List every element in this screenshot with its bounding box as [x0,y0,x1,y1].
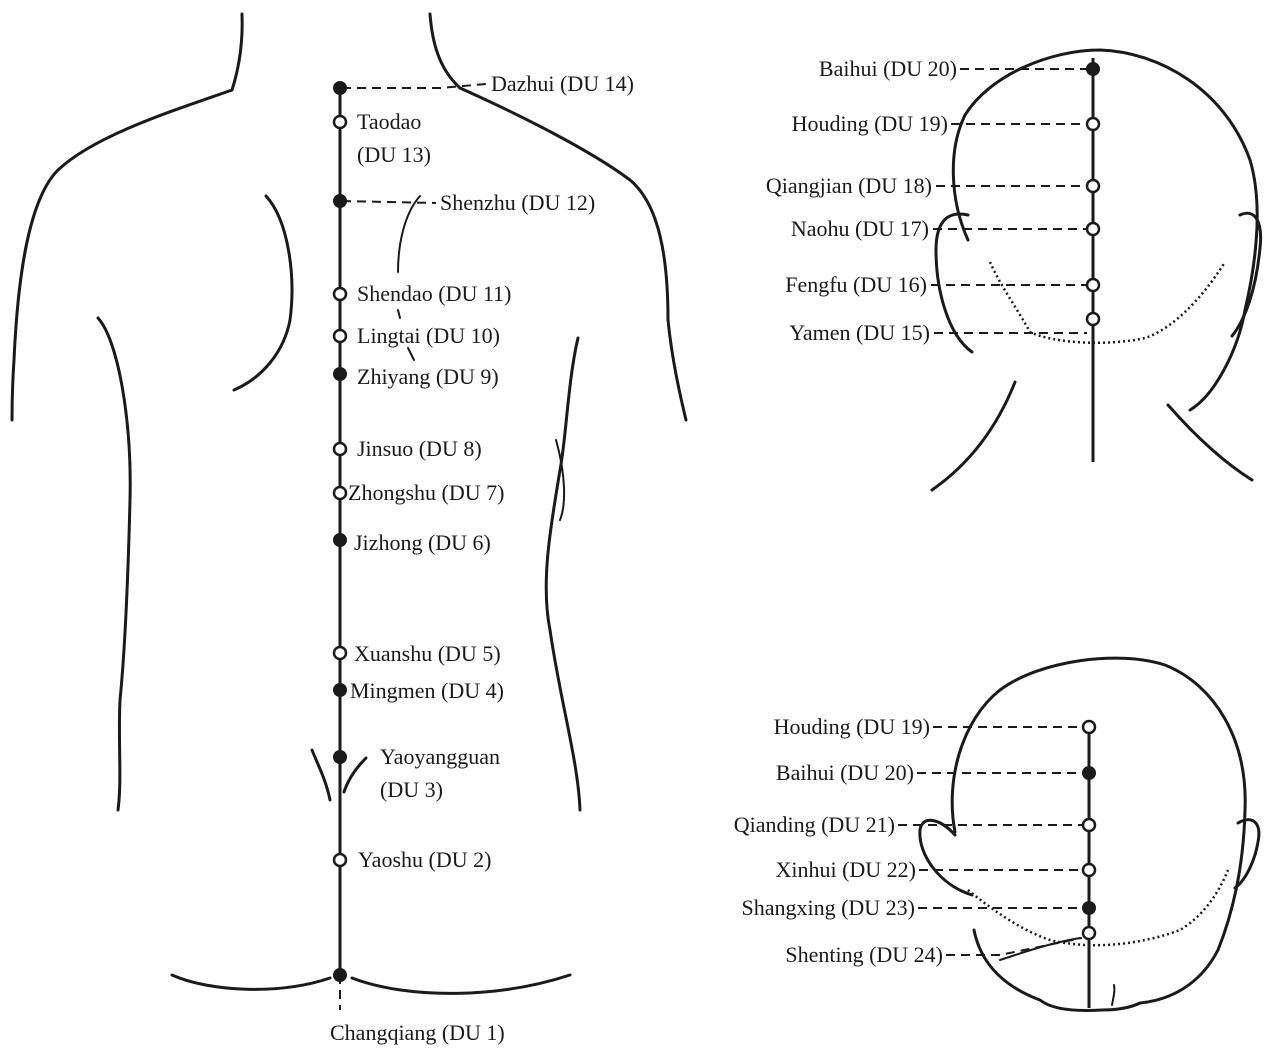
posterior-baihui-label: Baihui (DU 20) [819,56,957,81]
top-shenting-leader [946,938,1082,955]
left-scapula [234,196,292,390]
posterior-fengfu-label: Fengfu (DU 16) [785,272,927,297]
top-neck-notch [1112,985,1114,1005]
right-buttock [352,975,570,993]
yaoshu-label: Yaoshu (DU 2) [358,847,491,872]
top-left-ear [920,820,972,895]
yaoshu-point [334,854,346,866]
head-posterior-labels: Baihui (DU 20) Houding (DU 19) Qiangjian… [766,56,957,345]
lingtai-point [334,330,346,342]
head-top-labels: Houding (DU 19) Baihui (DU 20) Qianding … [734,714,943,967]
top-qianding-point [1083,819,1095,831]
zhiyang-point [334,368,346,380]
back-figure [12,14,686,1010]
taodao-point [334,116,346,128]
xuanshu-label: Xuanshu (DU 5) [354,641,501,666]
jinsuo-label: Jinsuo (DU 8) [357,436,482,461]
dazhui-label: Dazhui (DU 14) [491,71,634,96]
yaoyangguan-point [334,751,346,763]
zhiyang-label: Zhiyang (DU 9) [357,364,499,389]
top-qianding-label: Qianding (DU 21) [734,812,895,837]
top-shenting-point [1083,927,1095,939]
top-houding-point [1083,721,1095,733]
posterior-qiangjian-label: Qiangjian (DU 18) [766,173,932,198]
top-baihui-point [1083,767,1095,779]
right-scapula-tick2 [408,348,414,360]
shendao-point [334,288,346,300]
left-buttock [172,975,330,989]
posterior-qiangjian-point [1087,180,1099,192]
mingmen-label: Mingmen (DU 4) [350,678,504,703]
posterior-yamen-point [1087,313,1099,325]
sacral-v-left [312,750,330,800]
top-houding-label: Houding (DU 19) [774,714,930,739]
posterior-hairline [990,262,1225,343]
right-scapula-tick [398,310,400,318]
mingmen-point [334,684,346,696]
posterior-fengfu-point [1087,279,1099,291]
dazhui-point [334,82,346,94]
head-posterior-leaders [931,69,1087,333]
shenzhu-leader [342,201,436,203]
changqiang-point [334,969,346,981]
lingtai-label: Lingtai (DU 10) [357,323,500,348]
posterior-naohu-point [1087,223,1099,235]
right-arm-inner [546,338,580,810]
right-scapula [398,196,420,272]
zhongshu-label: Zhongshu (DU 7) [348,480,504,505]
neck-right-outline [430,14,460,88]
top-shenting-label: Shenting (DU 24) [785,942,943,967]
posterior-neck-right [1168,405,1252,480]
top-xinhui-label: Xinhui (DU 22) [775,857,916,882]
taodao-label-line2: (DU 13) [357,142,431,167]
shenzhu-point [334,195,346,207]
left-shoulder-outline [12,90,232,420]
neck-left-outline [232,14,242,90]
shenzhu-label: Shenzhu (DU 12) [440,190,595,215]
posterior-baihui-point [1087,63,1099,75]
taodao-label-line1: Taodao [357,109,421,134]
posterior-naohu-label: Naohu (DU 17) [791,216,929,241]
left-arm-inner [98,318,130,810]
posterior-houding-point [1087,118,1099,130]
changqiang-label: Changqiang (DU 1) [330,1020,505,1045]
back-labels: Dazhui (DU 14) Taodao (DU 13) Shenzhu (D… [330,71,634,1045]
posterior-houding-label: Houding (DU 19) [792,111,948,136]
yaoyangguan-label-line2: (DU 3) [380,777,443,802]
top-xinhui-point [1083,864,1095,876]
top-shangxing-label: Shangxing (DU 23) [741,895,915,920]
dazhui-leader [342,84,486,88]
top-shangxing-point [1083,902,1095,914]
jinsuo-point [334,443,346,455]
sacral-v-right [344,758,366,792]
jizhong-point [334,534,346,546]
head-posterior-figure [932,50,1261,490]
yaoyangguan-label-line1: Yaoyangguan [380,744,500,769]
jizhong-label: Jizhong (DU 6) [354,530,491,555]
posterior-yamen-label: Yamen (DU 15) [789,320,930,345]
xuanshu-point [334,647,346,659]
top-baihui-label: Baihui (DU 20) [776,760,914,785]
zhongshu-point [334,487,346,499]
head-top-figure [920,658,1259,1010]
shendao-label: Shendao (DU 11) [357,281,511,306]
top-skull-outline [952,658,1245,1010]
posterior-neck-left [932,382,1015,490]
head-top-leaders [898,727,1083,955]
top-hairline [968,870,1228,945]
